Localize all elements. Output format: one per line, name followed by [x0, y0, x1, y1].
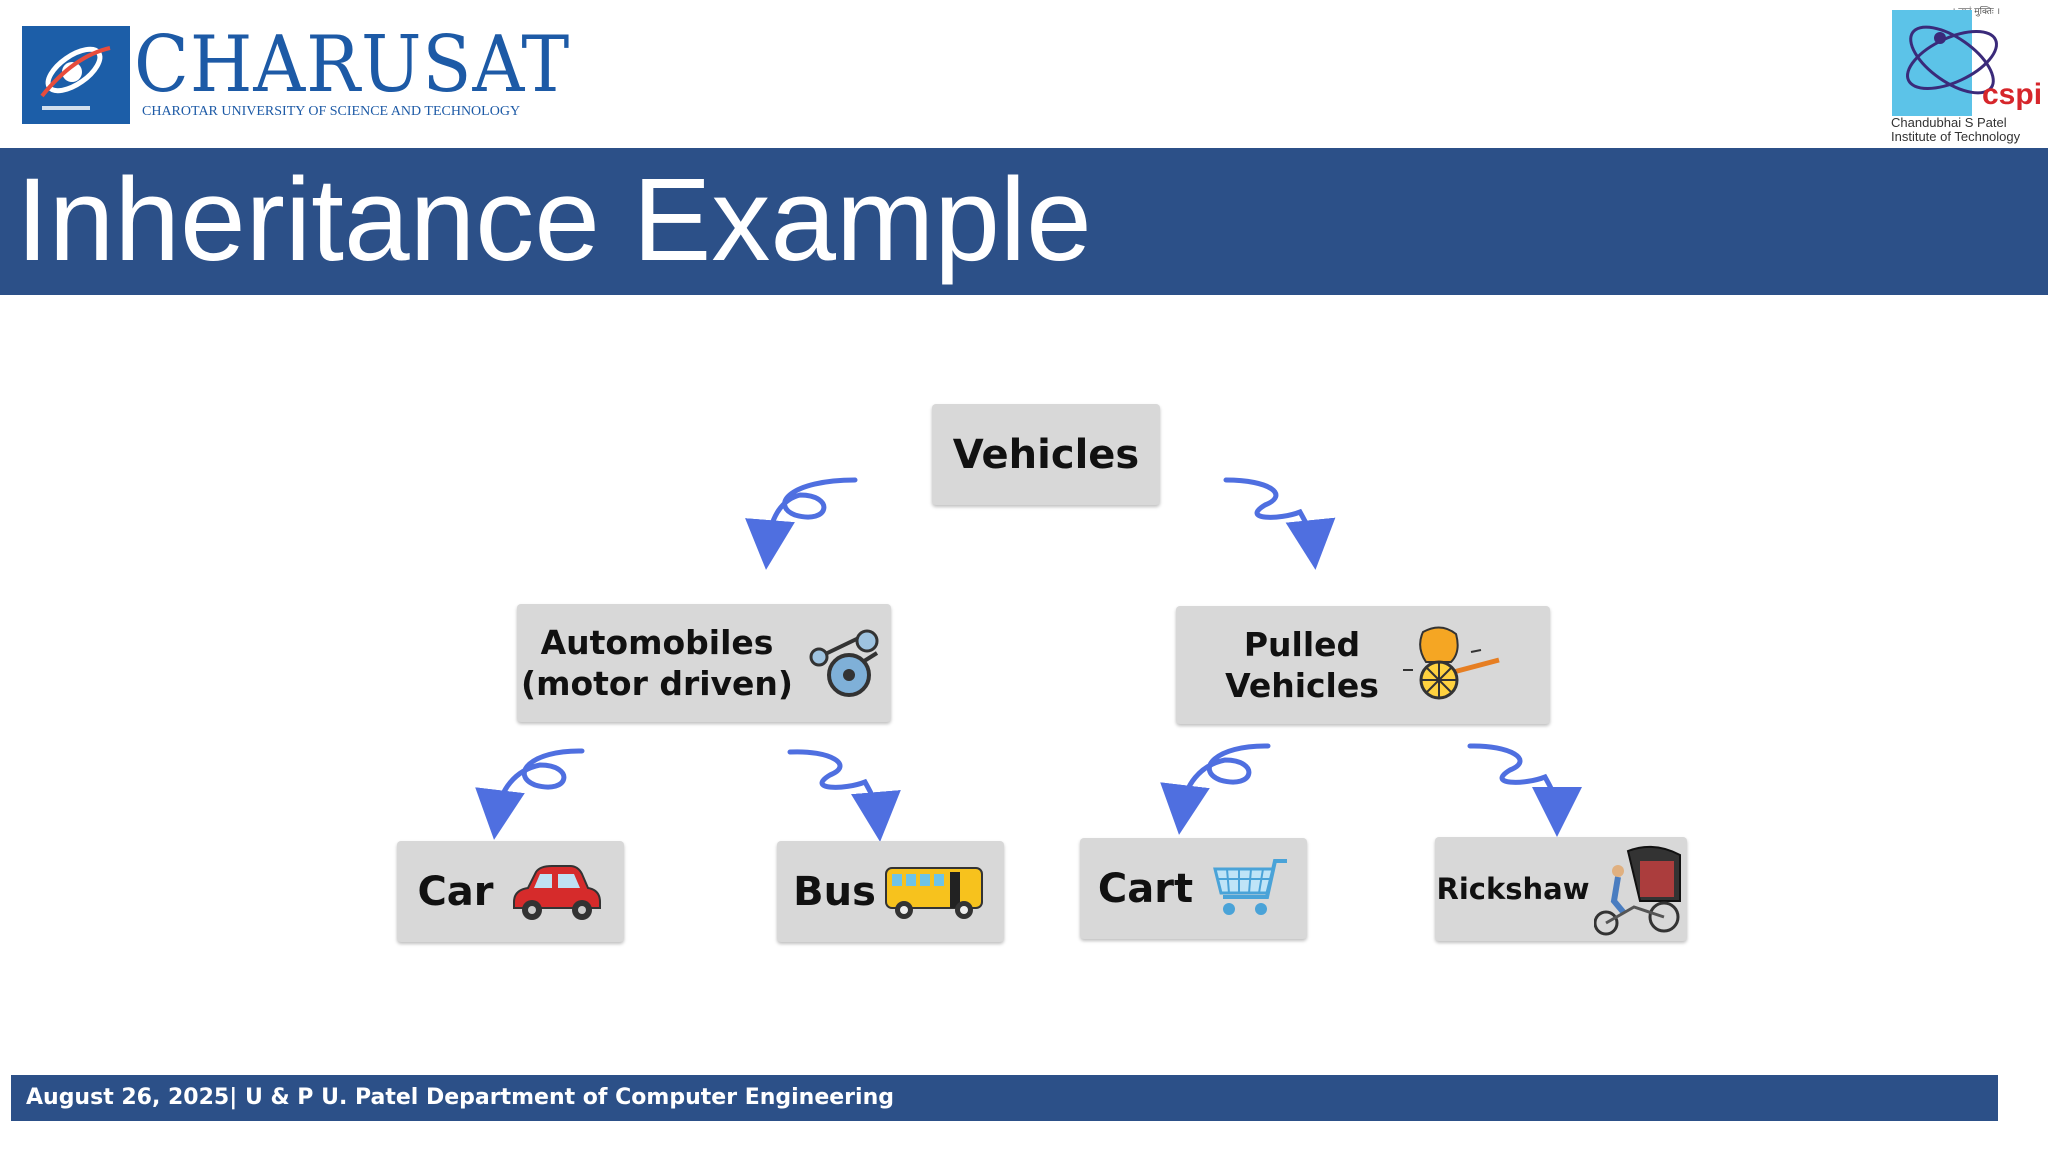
node-cart-label: Cart: [1097, 865, 1194, 912]
node-car: Car: [397, 841, 624, 942]
node-pulled-vehicles: Pulled Vehicles: [1176, 606, 1550, 724]
node-automobiles-label-1: Automobiles: [540, 622, 774, 662]
arrow-pulled-to-rickshaw: [1467, 743, 1582, 837]
node-pulled-label-2: Vehicles: [1225, 666, 1379, 705]
node-bus-label: Bus: [793, 868, 876, 915]
rickshaw-icon: [1593, 845, 1681, 936]
footer-separator: |: [229, 1085, 245, 1110]
cspit-atom-icon: cspit: [1892, 10, 2048, 116]
arrow-vehicles-to-automobiles: [745, 477, 858, 570]
node-vehicles: Vehicles: [932, 404, 1160, 505]
bus-icon: [884, 866, 983, 919]
cspit-tagline: । ज्ञानं मुक्तिः ।: [1952, 7, 2000, 17]
shopping-cart-icon: [1213, 858, 1288, 915]
charusat-emblem-icon: [22, 26, 130, 124]
node-automobiles-label-2: (motor driven): [520, 664, 794, 703]
title-band: [0, 148, 2048, 295]
arrow-vehicles-to-pulled: [1223, 477, 1336, 570]
charusat-logo: [22, 26, 130, 124]
cspit-name: Chandubhai S Patel Institute of Technolo…: [1891, 116, 2020, 144]
cspit-name-line-2: Institute of Technology: [1891, 129, 2021, 144]
slide-title: Inheritance Example: [16, 154, 1092, 286]
brand-name: CHARUSAT: [134, 20, 571, 110]
cart-wheel-icon: [1402, 626, 1500, 700]
brand-subtitle: CHAROTAR UNIVERSITY OF SCIENCE AND TECHN…: [142, 104, 521, 119]
arrow-automobiles-to-bus: [787, 749, 901, 842]
car-icon: [512, 864, 601, 920]
gears-icon: [809, 629, 879, 697]
node-pulled-label-1: Pulled: [1243, 624, 1361, 664]
node-rickshaw: Rickshaw: [1435, 837, 1687, 941]
footer-date: August 26, 2025: [26, 1085, 230, 1110]
footer-department: U & P U. Patel Department of Computer En…: [244, 1085, 894, 1110]
footer-band: [11, 1075, 1998, 1121]
node-cart: Cart: [1080, 838, 1307, 939]
cspit-name-line-1: Chandubhai S Patel: [1891, 115, 2007, 130]
node-vehicles-label: Vehicles: [952, 431, 1140, 478]
svg-text:cspit: cspit: [1982, 78, 2040, 111]
node-bus: Bus: [777, 841, 1004, 942]
cspit-logo: cspit: [1890, 8, 2048, 116]
arrow-pulled-to-cart: [1160, 743, 1271, 835]
arrow-automobiles-to-car: [475, 748, 585, 840]
node-rickshaw-label: Rickshaw: [1436, 871, 1590, 906]
footer-text: August 26, 2025| U & P U. Patel Departme…: [26, 1075, 894, 1121]
node-automobiles: Automobiles (motor driven): [517, 604, 891, 722]
node-car-label: Car: [417, 868, 494, 915]
